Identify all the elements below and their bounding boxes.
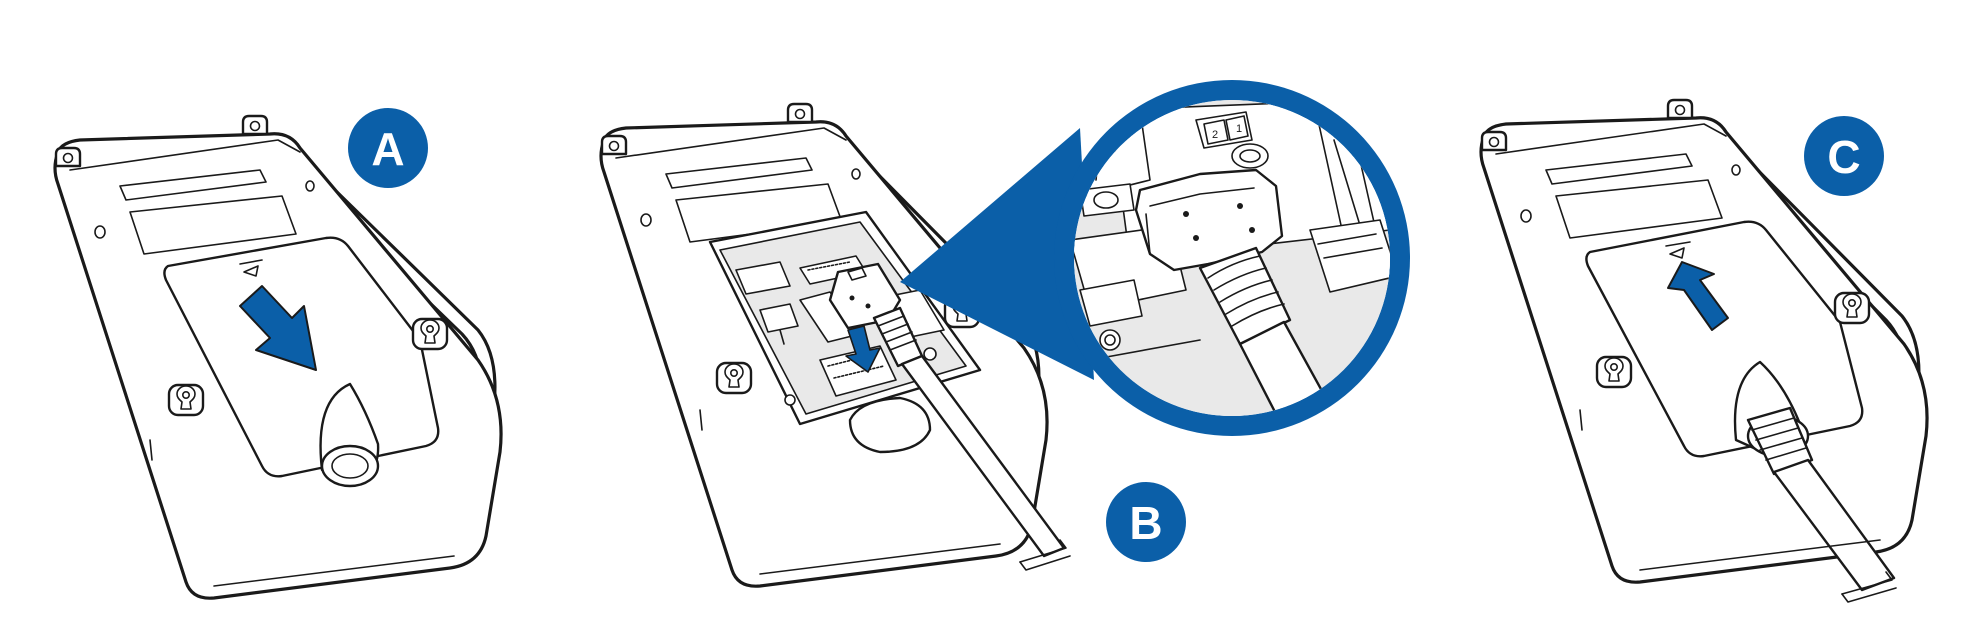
battery-cover [1585,220,1864,458]
zoom-cable-plug [1134,168,1284,272]
keyhole-mount-icon [167,383,205,417]
mount-ear-right [1666,98,1694,120]
cable [1772,458,1896,592]
mount-ear-left [600,134,628,156]
slide-up-arrow-icon [1667,261,1729,331]
mount-ear-left [54,146,82,168]
keyhole-mount-icon [715,361,753,395]
label-strip [1545,153,1693,185]
slide-down-arrow-icon [239,285,317,371]
label-strip [665,157,813,189]
panel-b: 1 2 [599,80,1410,588]
press-down-arrow-icon [845,325,881,373]
step-badge-b: B [1106,482,1186,562]
slot-number-1: 1 [1236,123,1242,135]
label-strip [119,169,267,201]
panel-c: C [1479,98,1929,603]
cable-port [320,444,380,488]
mount-ear-right [786,102,814,124]
keyhole-mount-icon [1833,291,1871,325]
zoom-callout-pointer [900,128,1094,380]
keyhole-mount-icon [1595,355,1633,389]
step-label-a: A [371,123,404,175]
keyhole-mount-icon [411,317,449,351]
mount-ear-left [1480,130,1508,152]
step-badge-a: A [348,108,428,188]
slot-number-2: 2 [1212,129,1218,141]
label-window [129,195,297,255]
step-label-b: B [1129,497,1162,549]
label-window [1555,179,1723,239]
panel-a: A [53,108,503,600]
zoom-detail: 1 2 [1054,80,1410,436]
mount-ear-right [241,114,269,136]
step-badge-c: C [1804,116,1884,196]
step-label-c: C [1827,131,1860,183]
cable-port-dome [848,396,932,454]
